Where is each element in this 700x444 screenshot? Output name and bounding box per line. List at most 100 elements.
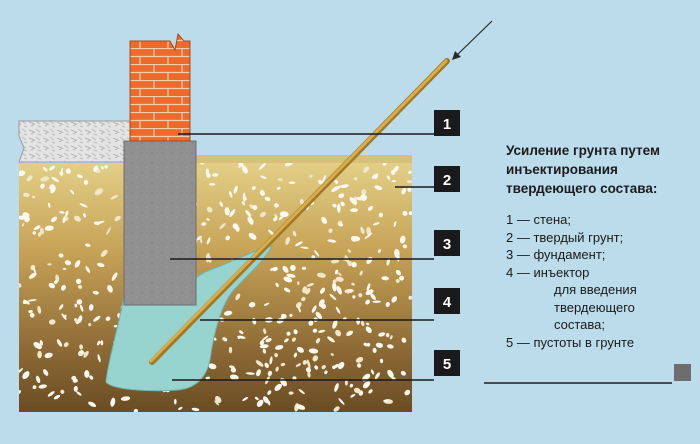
- svg-text:3: 3: [443, 236, 451, 253]
- callout-box-3: 3: [434, 230, 460, 256]
- soil-pebble: [332, 203, 337, 208]
- soil-pebble: [229, 374, 239, 381]
- soil-pebble: [259, 344, 269, 349]
- soil-pebble: [105, 316, 111, 321]
- soil-pebble: [49, 184, 55, 191]
- soil-pebble: [318, 179, 323, 185]
- soil-pebble: [387, 344, 394, 349]
- soil-pebble: [205, 376, 211, 380]
- soil-pebble: [359, 270, 363, 276]
- brick-wall: [129, 32, 191, 142]
- soil-pebble: [327, 239, 337, 243]
- callout-box-1: 1: [434, 110, 460, 136]
- soil-pebble: [312, 328, 318, 333]
- soil-pebble: [336, 203, 341, 213]
- soil-pebble: [408, 295, 412, 300]
- legend-title-line: твердеющего состава:: [506, 181, 658, 196]
- soil-pebble: [263, 328, 267, 335]
- soil-pebble: [387, 369, 394, 378]
- soil-pebble: [206, 206, 213, 213]
- soil-pebble: [75, 278, 82, 285]
- soil-pebble: [37, 350, 42, 359]
- soil-pebble: [259, 340, 265, 346]
- soil-pebble: [40, 183, 45, 189]
- soil-pebble: [63, 314, 67, 319]
- soil-pebble: [96, 340, 101, 346]
- soil-pebble: [54, 280, 58, 285]
- soil-pebble: [93, 221, 100, 226]
- soil-pebble: [378, 212, 384, 218]
- soil-pebble: [349, 383, 354, 388]
- soil-pebble: [352, 295, 356, 299]
- soil-pebble: [334, 269, 339, 275]
- soil-pebble: [47, 263, 52, 266]
- soil-pebble: [379, 358, 384, 364]
- soil-pebble: [48, 282, 56, 289]
- soil-pebble: [79, 203, 88, 208]
- soil-pebble: [382, 163, 387, 166]
- soil-pebble: [77, 352, 87, 355]
- soil-pebble: [133, 408, 138, 412]
- soil-pebble: [206, 173, 211, 178]
- legend-item-injector-line: состава;: [554, 317, 606, 332]
- soil-pebble: [370, 293, 376, 300]
- soil-pebble: [394, 248, 400, 258]
- soil-pebble: [401, 187, 407, 195]
- soil-pebble: [321, 304, 327, 309]
- soil-pebble: [390, 170, 396, 175]
- soil-pebble: [360, 226, 365, 235]
- soil-pebble: [33, 225, 41, 231]
- soil-pebble: [282, 265, 289, 273]
- soil-pebble: [402, 244, 407, 249]
- soil-pebble: [364, 232, 373, 239]
- soil-pebble: [19, 283, 22, 288]
- soil-pebble: [386, 175, 391, 180]
- soil-pebble: [19, 170, 26, 177]
- soil-pebble: [295, 363, 302, 367]
- soil-pebble: [267, 400, 271, 406]
- soil-pebble: [385, 301, 390, 308]
- soil-pebble: [321, 364, 326, 370]
- soil-pebble: [100, 165, 104, 170]
- soil-pebble: [258, 163, 266, 170]
- soil-pebble: [111, 272, 118, 281]
- legend-item-foundation: 3 — фундамент;: [506, 247, 606, 262]
- soil-pebble: [293, 329, 298, 335]
- foundation-column: [123, 140, 197, 306]
- soil-pebble: [237, 335, 242, 339]
- legend: Усиление грунта путем инъектирования тве…: [506, 141, 691, 351]
- soil-pebble: [22, 212, 30, 218]
- soil-pebble: [315, 337, 321, 344]
- soil-pebble: [178, 406, 183, 411]
- soil-pebble: [324, 370, 328, 375]
- soil-pebble: [314, 250, 320, 257]
- soil-pebble: [58, 304, 64, 310]
- soil-pebble: [267, 390, 272, 395]
- soil-pebble: [255, 360, 264, 367]
- soil-pebble: [47, 202, 51, 208]
- soil-pebble: [59, 171, 64, 176]
- legend-item-voids: 5 — пустоты в грунте: [506, 334, 635, 350]
- soil-pebble: [199, 236, 203, 244]
- soil-pebble: [334, 179, 339, 184]
- legend-title-line: инъектирования: [506, 162, 618, 177]
- soil-pebble: [263, 302, 270, 306]
- legend-item-injector-label: 4 — инъектор: [506, 264, 590, 280]
- soil-pebble: [225, 235, 231, 241]
- soil-pebble: [262, 396, 269, 404]
- soil-pebble: [333, 406, 340, 412]
- soil-pebble: [228, 191, 233, 198]
- soil-pebble: [318, 329, 326, 333]
- soil-pebble: [362, 381, 371, 389]
- soil-pebble: [26, 175, 33, 182]
- soil-pebble: [319, 287, 326, 294]
- soil-pebble: [114, 215, 121, 222]
- soil-pebble: [259, 211, 267, 218]
- soil-pebble: [378, 332, 386, 337]
- soil-pebble: [245, 210, 252, 217]
- soil-pebble: [77, 284, 83, 289]
- soil-pebble: [360, 193, 366, 199]
- soil-pebble: [238, 163, 242, 168]
- soil-pebble: [365, 289, 374, 296]
- insertion-arrowhead: [452, 51, 461, 60]
